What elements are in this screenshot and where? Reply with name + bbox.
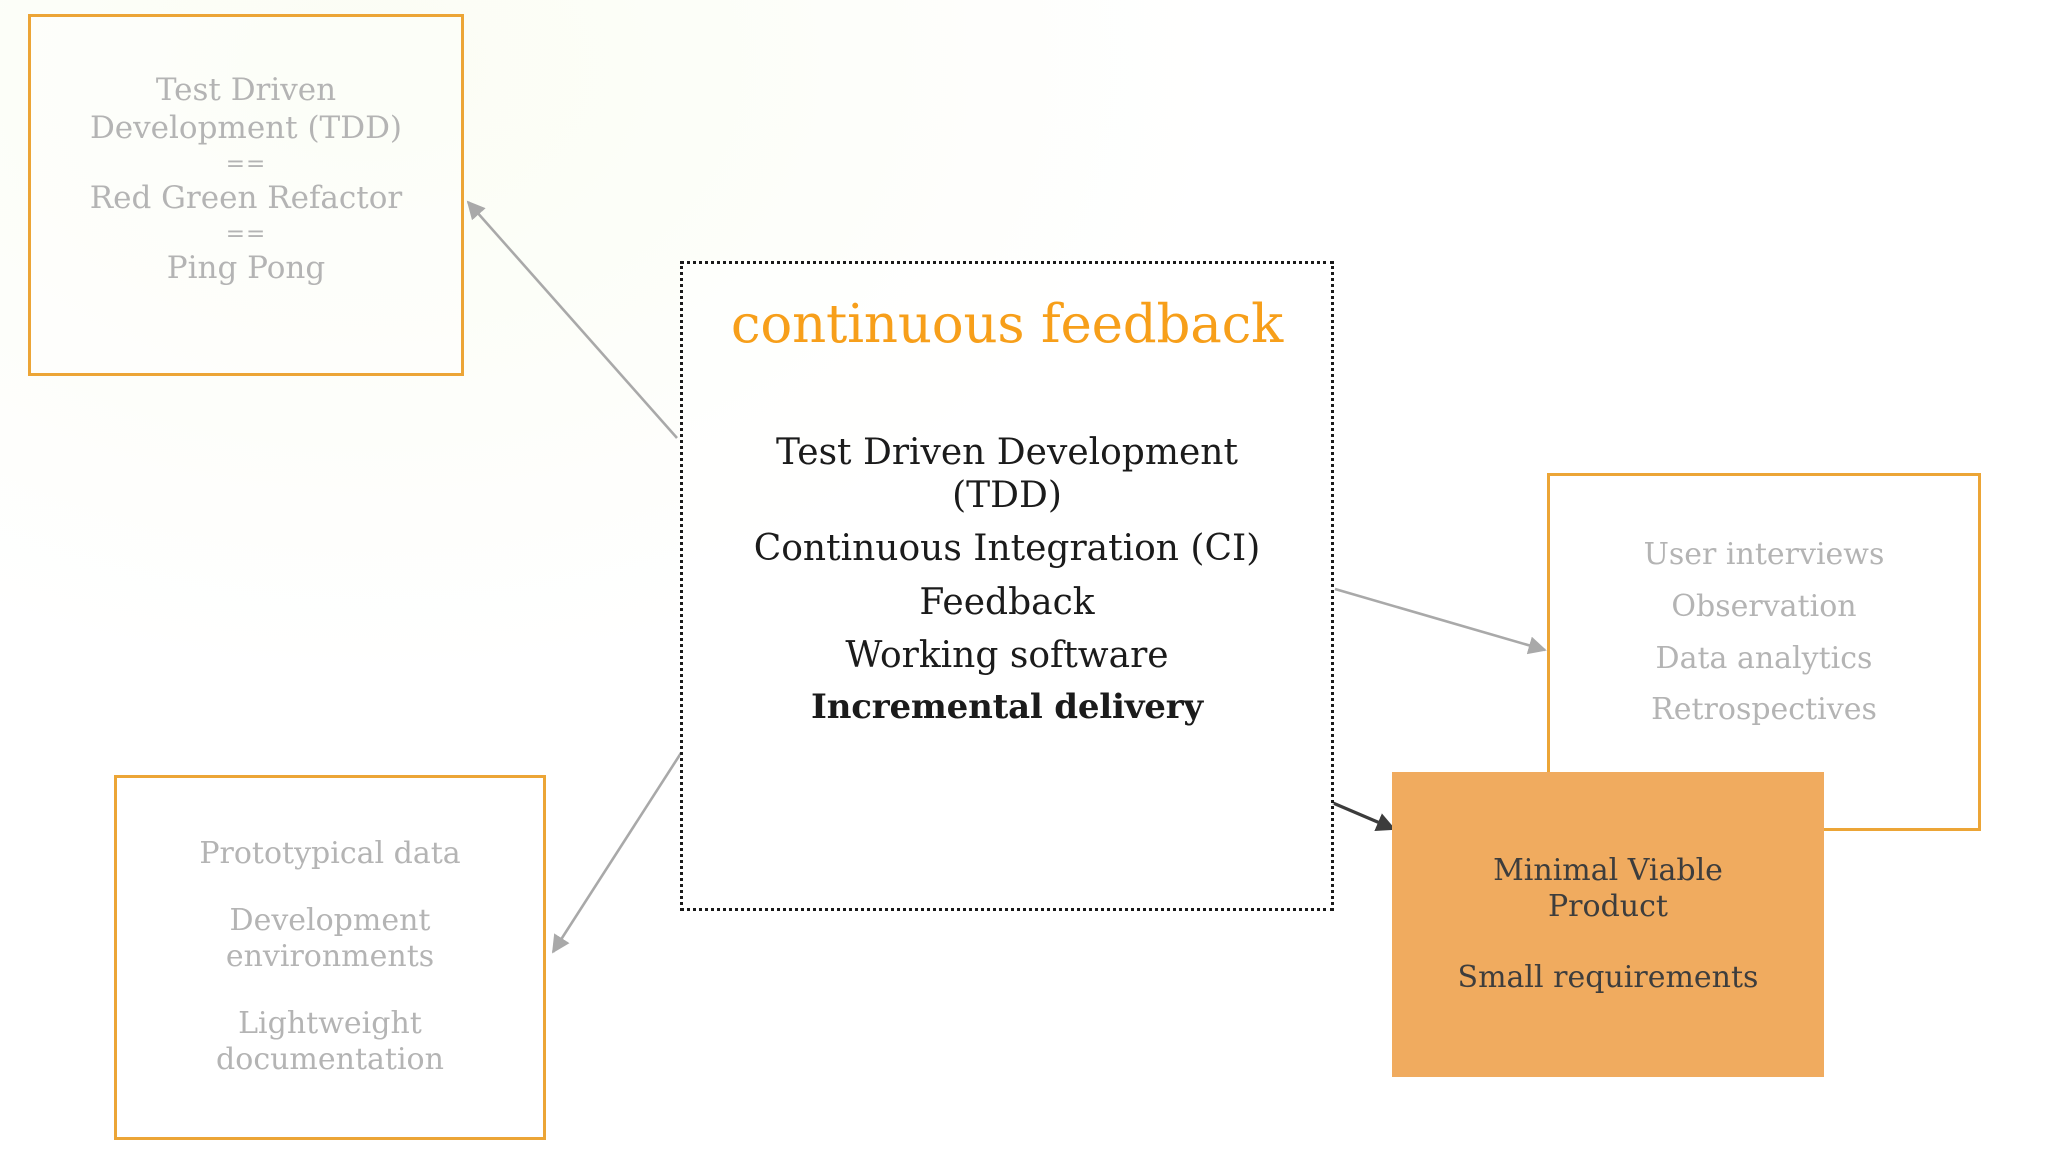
- tdd-line-3: Ping Pong: [166, 249, 326, 286]
- feedback-item-tdd: Test Driven Development (TDD): [776, 432, 1238, 517]
- feedback-item-incremental-delivery: Incremental delivery: [811, 686, 1203, 727]
- arrow-feedback-to-mvp: [1332, 801, 1396, 832]
- feedback-sources-box: User interviews Observation Data analyti…: [1547, 473, 1981, 831]
- feedback-item-working-software: Working software: [845, 634, 1169, 676]
- tdd-line-2: Red Green Refactor: [89, 180, 403, 216]
- mvp-line-1: Minimal Viable Product: [1493, 852, 1723, 925]
- continuous-feedback-box: continuous feedback Test Driven Developm…: [680, 261, 1334, 911]
- discovery-line-4: Retrospectives: [1651, 692, 1877, 728]
- enablers-line-3: Lightweight documentation: [216, 1005, 444, 1078]
- enablers-line-1: Prototypical data: [199, 836, 461, 872]
- tdd-equals-2: ==: [225, 220, 267, 247]
- continuous-feedback-list: Test Driven Development (TDD) Continuous…: [709, 431, 1305, 728]
- arrow-feedback-to-tdd: [466, 200, 678, 439]
- tdd-line-1: Test Driven Development (TDD): [89, 72, 403, 147]
- feedback-item-feedback: Feedback: [919, 581, 1095, 623]
- arrow-feedback-to-enablers: [551, 752, 683, 954]
- discovery-line-1: User interviews: [1643, 537, 1885, 573]
- discovery-line-2: Observation: [1671, 588, 1857, 624]
- mvp-line-2: Small requirements: [1457, 959, 1759, 995]
- continuous-feedback-title: continuous feedback: [730, 294, 1284, 355]
- arrow-feedback-to-discovery: [1334, 587, 1547, 655]
- tdd-practices-box: Test Driven Development (TDD) == Red Gre…: [28, 14, 464, 376]
- minimal-viable-product-box: Minimal Viable Product Small requirement…: [1392, 772, 1824, 1077]
- feedback-item-ci: Continuous Integration (CI): [753, 528, 1261, 570]
- tdd-equals-1: ==: [225, 150, 267, 177]
- development-enablers-box: Prototypical data Development environmen…: [114, 775, 546, 1140]
- enablers-line-2: Development environments: [225, 902, 435, 975]
- discovery-line-3: Data analytics: [1655, 640, 1873, 676]
